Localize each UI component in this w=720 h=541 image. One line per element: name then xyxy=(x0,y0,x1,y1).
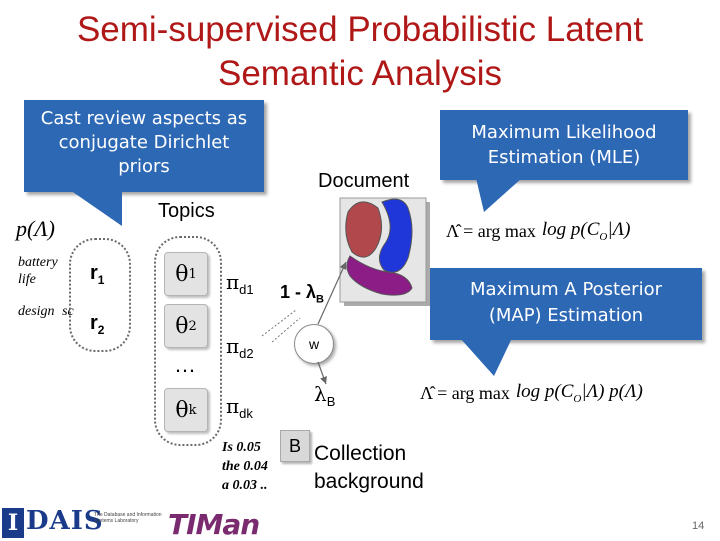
mle-log-index: O xyxy=(599,230,608,243)
aspect-battery: battery xyxy=(18,255,58,270)
aspect-battery-life: battery life xyxy=(18,254,58,288)
theta-1-symbol: θ xyxy=(175,261,189,287)
dais-subtitle: The Database and Information Systems Lab… xyxy=(94,512,162,524)
pi-d1-label: πd1 xyxy=(226,270,254,297)
one-minus-lambda-index: B xyxy=(316,293,324,306)
map-log-tail: |Λ) p(Λ) xyxy=(581,381,643,403)
mle-callout-tail xyxy=(476,178,522,212)
lambda-b-symbol: λ xyxy=(314,382,327,406)
pi-d2-label: πd2 xyxy=(226,334,254,361)
collection-line-1: Collection xyxy=(314,442,407,465)
b-label: B xyxy=(288,435,301,456)
aspect-design-cut: sc xyxy=(62,304,74,319)
dotted-pi-w-1 xyxy=(261,309,297,337)
dirichlet-callout-tail xyxy=(70,190,122,226)
mle-callout-line-2: Estimation (MLE) xyxy=(487,147,641,168)
arrow-w-to-lambda xyxy=(317,361,327,385)
title-line-1: Semi-supervised Probabilistic Latent xyxy=(76,10,644,49)
r2-index: 2 xyxy=(97,323,105,337)
mle-log-tail: |Λ) xyxy=(607,219,631,241)
b-node: B xyxy=(280,430,310,462)
slide-title: Semi-supervised Probabilistic Latent Sem… xyxy=(0,8,720,96)
theta-k-index: k xyxy=(188,402,197,418)
r1-symbol: r xyxy=(90,262,98,284)
pi-d1-index: d1 xyxy=(239,282,254,297)
pi-d2-index: d2 xyxy=(239,346,254,361)
document-illustration xyxy=(339,197,430,306)
word-a: a 0.03 .. xyxy=(222,478,268,493)
pi-dk-label: πdk xyxy=(226,394,253,421)
lambda-b-label: λB xyxy=(314,382,335,409)
one-minus-lambda-text: 1 - λ xyxy=(280,282,317,302)
map-log-term: log p(CO|Λ) p(Λ) xyxy=(516,381,643,405)
one-minus-lambda-label: 1 - λB xyxy=(280,282,324,306)
aspect-design: design sc xyxy=(18,304,74,320)
r2-node: r2 xyxy=(90,312,104,337)
w-node: w xyxy=(294,324,334,364)
aspect-life: life xyxy=(18,272,36,287)
document-label: Document xyxy=(318,170,410,192)
dirichlet-callout-line-1: Cast review aspects as xyxy=(40,108,248,129)
r1-index: 1 xyxy=(97,273,105,287)
topics-label: Topics xyxy=(158,200,215,222)
map-log-index: O xyxy=(573,392,582,405)
document-blue-shape xyxy=(379,198,413,273)
map-callout-line-2: (MAP) Estimation xyxy=(488,305,644,326)
dais-logo: I DAIS The Database and Information Syst… xyxy=(0,506,168,540)
pi-d1-symbol: π xyxy=(226,270,240,294)
arrow-w-to-document xyxy=(317,261,347,325)
dirichlet-callout-line-2: conjugate Dirichlet xyxy=(58,132,230,153)
lambda-b-index: B xyxy=(326,394,336,409)
mle-formula: Λ̂ = arg max log p(CO|Λ) xyxy=(446,214,688,248)
map-callout-tail xyxy=(460,338,512,376)
mle-callout-line-1: Maximum Likelihood xyxy=(471,122,657,143)
theta-2-symbol: θ xyxy=(175,313,189,339)
prior-label: p(Λ) xyxy=(16,216,55,241)
page-number: 14 xyxy=(692,520,705,532)
mle-argmax: Λ̂ = arg max xyxy=(446,220,536,241)
theta-2-index: 2 xyxy=(188,318,197,334)
topic-ellipsis: … xyxy=(174,352,196,377)
pi-dk-symbol: π xyxy=(226,394,240,418)
background-word-list: Is 0.05 the 0.04 a 0.03 .. xyxy=(222,438,268,495)
topic-group-box xyxy=(154,236,222,446)
theta-1-index: 1 xyxy=(188,266,197,282)
dais-i-icon: I xyxy=(2,508,24,538)
map-log-text: log p(C xyxy=(515,381,574,403)
dotted-pi-w-2 xyxy=(271,317,301,343)
pi-d2-symbol: π xyxy=(226,334,240,358)
document-purple-shape xyxy=(346,255,413,296)
r1-node: r1 xyxy=(90,262,104,287)
dais-wordmark: DAIS xyxy=(26,506,104,536)
map-formula: Λ̂ = arg max log p(CO|Λ) p(Λ) xyxy=(420,376,710,410)
mle-log-term: log p(CO|Λ) xyxy=(542,219,631,243)
aspect-design-word: design xyxy=(18,304,55,319)
mle-callout: Maximum Likelihood Estimation (MLE) xyxy=(440,110,688,180)
title-line-2: Semantic Analysis xyxy=(217,54,503,93)
pi-dk-index: dk xyxy=(239,406,253,421)
map-callout: Maximum A Posterior (MAP) Estimation xyxy=(430,268,702,340)
map-argmax: Λ̂ = arg max xyxy=(420,382,510,403)
dirichlet-callout: Cast review aspects as conjugate Dirichl… xyxy=(24,100,264,192)
dirichlet-callout-line-3: priors xyxy=(118,156,170,177)
timan-logo: TIMan xyxy=(168,508,260,541)
theta-k-symbol: θ xyxy=(175,397,189,423)
r2-symbol: r xyxy=(90,312,98,334)
word-is: Is 0.05 xyxy=(222,440,261,455)
map-callout-line-1: Maximum A Posterior xyxy=(470,279,662,300)
mle-log-text: log p(C xyxy=(541,219,600,241)
word-the: the 0.04 xyxy=(222,459,268,474)
collection-background-label: Collection background xyxy=(314,440,424,496)
document-red-shape xyxy=(345,201,382,258)
prior-group-box xyxy=(69,238,131,352)
w-label: w xyxy=(308,336,320,352)
collection-line-2: background xyxy=(314,470,424,493)
